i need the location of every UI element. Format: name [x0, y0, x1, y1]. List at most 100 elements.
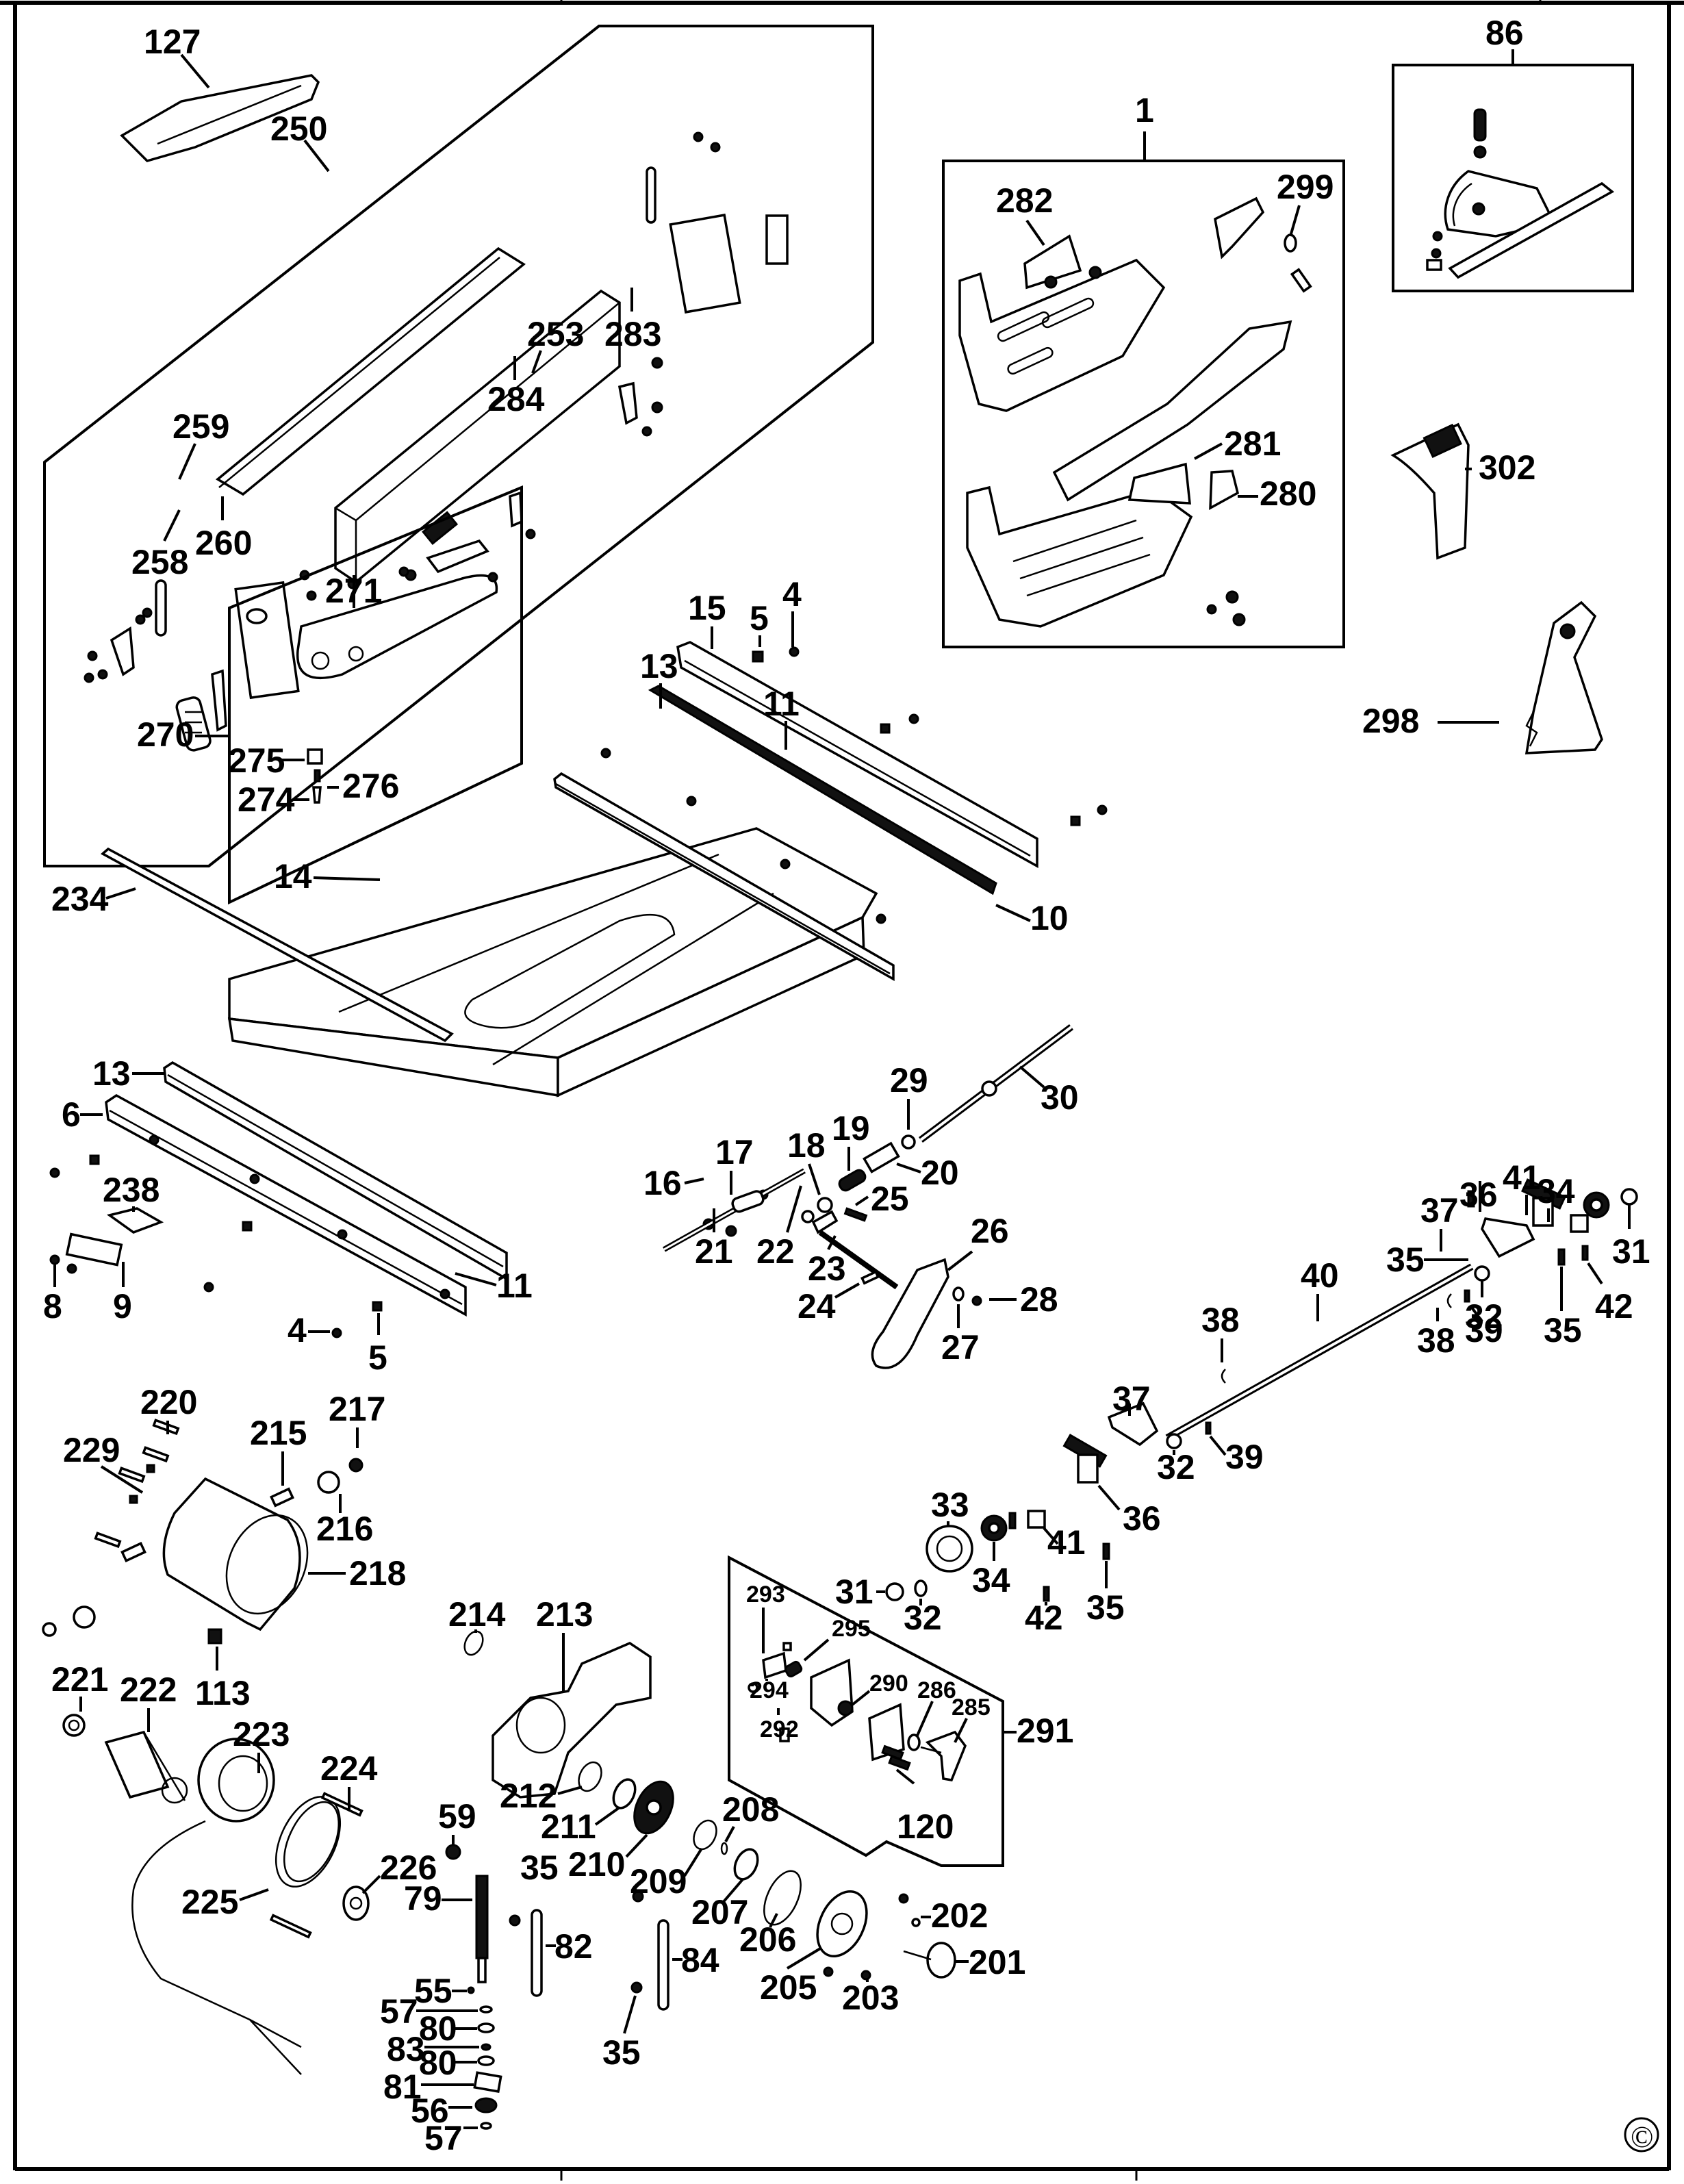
part-281-plate[interactable]	[1127, 462, 1191, 505]
part-26-handle[interactable]	[871, 1258, 949, 1369]
label-22[interactable]: 22	[756, 1232, 795, 1271]
label-207[interactable]: 207	[691, 1893, 748, 1931]
part-275-latch[interactable]	[307, 748, 323, 765]
label-205[interactable]: 205	[760, 1968, 817, 2007]
part-38-clips[interactable]	[1221, 1293, 1452, 1384]
label-24[interactable]: 24	[798, 1287, 836, 1325]
label-5-top[interactable]: 5	[750, 599, 769, 637]
part-40-bevel-rod[interactable]	[1165, 1263, 1474, 1441]
label-83[interactable]: 83	[387, 2030, 425, 2068]
label-285[interactable]: 285	[952, 1694, 991, 1720]
label-222[interactable]: 222	[120, 1671, 177, 1709]
part-213-gear-case[interactable]	[492, 1642, 652, 1799]
label-211[interactable]: 211	[541, 1807, 596, 1846]
label-38-b[interactable]: 38	[1417, 1321, 1455, 1360]
label-274[interactable]: 274	[238, 780, 295, 819]
label-19[interactable]: 19	[832, 1109, 870, 1147]
part-218-motor-housing[interactable]	[162, 1477, 322, 1631]
label-21[interactable]: 21	[695, 1232, 733, 1271]
part-33-gear-assembly[interactable]	[926, 1525, 973, 1573]
label-31-right[interactable]: 31	[1612, 1232, 1650, 1271]
label-299[interactable]: 299	[1277, 168, 1334, 206]
part-299-pawl[interactable]	[1214, 196, 1297, 259]
label-13-front[interactable]: 13	[92, 1054, 131, 1093]
part-221-bearing[interactable]	[62, 1714, 86, 1737]
label-234[interactable]: 234	[51, 880, 109, 918]
label-223[interactable]: 223	[233, 1715, 290, 1753]
part-27-washer[interactable]	[952, 1286, 965, 1301]
label-298[interactable]: 298	[1362, 702, 1419, 740]
label-84[interactable]: 84	[681, 1941, 719, 1979]
part-113-clip[interactable]	[207, 1628, 222, 1645]
label-280[interactable]: 280	[1260, 474, 1316, 513]
part-30-shaft[interactable]	[919, 1024, 1073, 1143]
part-fence-rail-upper[interactable]	[215, 246, 526, 496]
part-miter-gauge[interactable]	[1426, 108, 1615, 279]
part-276-spring[interactable]	[314, 769, 321, 783]
label-15[interactable]: 15	[688, 589, 726, 627]
label-258[interactable]: 258	[131, 543, 188, 581]
part-59-plug[interactable]	[445, 1844, 461, 1860]
label-16[interactable]: 16	[643, 1164, 682, 1202]
label-55[interactable]: 55	[414, 1972, 452, 2010]
part-34-gear-right[interactable]	[1583, 1191, 1610, 1219]
label-80-b[interactable]: 80	[419, 2044, 457, 2082]
part-13-rail-front[interactable]	[163, 1061, 508, 1282]
label-28[interactable]: 28	[1020, 1280, 1058, 1319]
part-223-stator[interactable]	[197, 1738, 275, 1823]
part-302-riving-knife[interactable]	[1390, 422, 1470, 560]
part-32-washer-left[interactable]	[1166, 1433, 1182, 1449]
label-57-b[interactable]: 57	[424, 2119, 463, 2157]
part-212-o-ring[interactable]	[574, 1759, 606, 1795]
part-282-label-plate[interactable]	[1023, 234, 1082, 290]
part-37-bracket-left[interactable]	[1107, 1401, 1159, 1447]
part-260-clip[interactable]	[211, 669, 227, 732]
label-36-left[interactable]: 36	[1123, 1499, 1161, 1538]
label-113[interactable]: 113	[195, 1674, 251, 1712]
part-120-screws[interactable]	[881, 1744, 911, 1771]
label-1[interactable]: 1	[1135, 91, 1154, 129]
label-290[interactable]: 290	[869, 1671, 908, 1697]
label-284[interactable]: 284	[487, 380, 545, 418]
label-302[interactable]: 302	[1479, 448, 1535, 487]
part-41-nut-left[interactable]	[1027, 1510, 1046, 1529]
label-86[interactable]: 86	[1485, 14, 1524, 52]
label-11-top[interactable]: 11	[763, 685, 800, 723]
label-33[interactable]: 33	[931, 1486, 969, 1524]
part-222-armature[interactable]	[104, 1730, 188, 1804]
label-5-front[interactable]: 5	[368, 1338, 387, 1377]
part-203-screws[interactable]	[823, 1893, 909, 1981]
label-20[interactable]: 20	[921, 1154, 959, 1192]
label-253[interactable]: 253	[527, 315, 584, 353]
label-291[interactable]: 291	[1017, 1712, 1073, 1750]
label-35-b[interactable]: 35	[1544, 1311, 1582, 1349]
part-39-pins[interactable]	[1205, 1289, 1470, 1435]
label-35-a[interactable]: 35	[1386, 1241, 1425, 1279]
label-56[interactable]: 56	[411, 2092, 449, 2130]
part-274-screw[interactable]	[312, 786, 322, 804]
label-34-right[interactable]: 34	[1537, 1172, 1575, 1210]
label-79[interactable]: 79	[404, 1879, 442, 1918]
part-29-washer[interactable]	[901, 1134, 916, 1150]
label-9[interactable]: 9	[113, 1287, 132, 1325]
part-205-cover[interactable]	[808, 1883, 876, 1964]
label-225[interactable]: 225	[181, 1883, 238, 1921]
part-283-clip[interactable]	[617, 381, 638, 425]
part-216-cap[interactable]	[317, 1471, 340, 1494]
part-22-bushing[interactable]	[801, 1210, 815, 1223]
part-32-washer-right[interactable]	[1474, 1265, 1490, 1282]
part-217-nut[interactable]	[348, 1458, 363, 1473]
label-41-right[interactable]: 41	[1503, 1158, 1541, 1197]
label-13-top[interactable]: 13	[640, 647, 678, 685]
label-14[interactable]: 14	[274, 857, 312, 896]
label-32-b[interactable]: 32	[1157, 1448, 1195, 1486]
part-214-o-ring[interactable]	[461, 1629, 487, 1658]
label-260[interactable]: 260	[195, 524, 252, 562]
part-210-gear[interactable]	[626, 1775, 680, 1840]
label-286[interactable]: 286	[917, 1677, 956, 1703]
label-39-a[interactable]: 39	[1465, 1311, 1503, 1349]
part-13-rail-rear[interactable]	[553, 772, 895, 982]
label-229[interactable]: 229	[63, 1431, 120, 1469]
part-298-anti-kickback[interactable]	[1524, 600, 1603, 754]
label-18[interactable]: 18	[787, 1126, 826, 1165]
